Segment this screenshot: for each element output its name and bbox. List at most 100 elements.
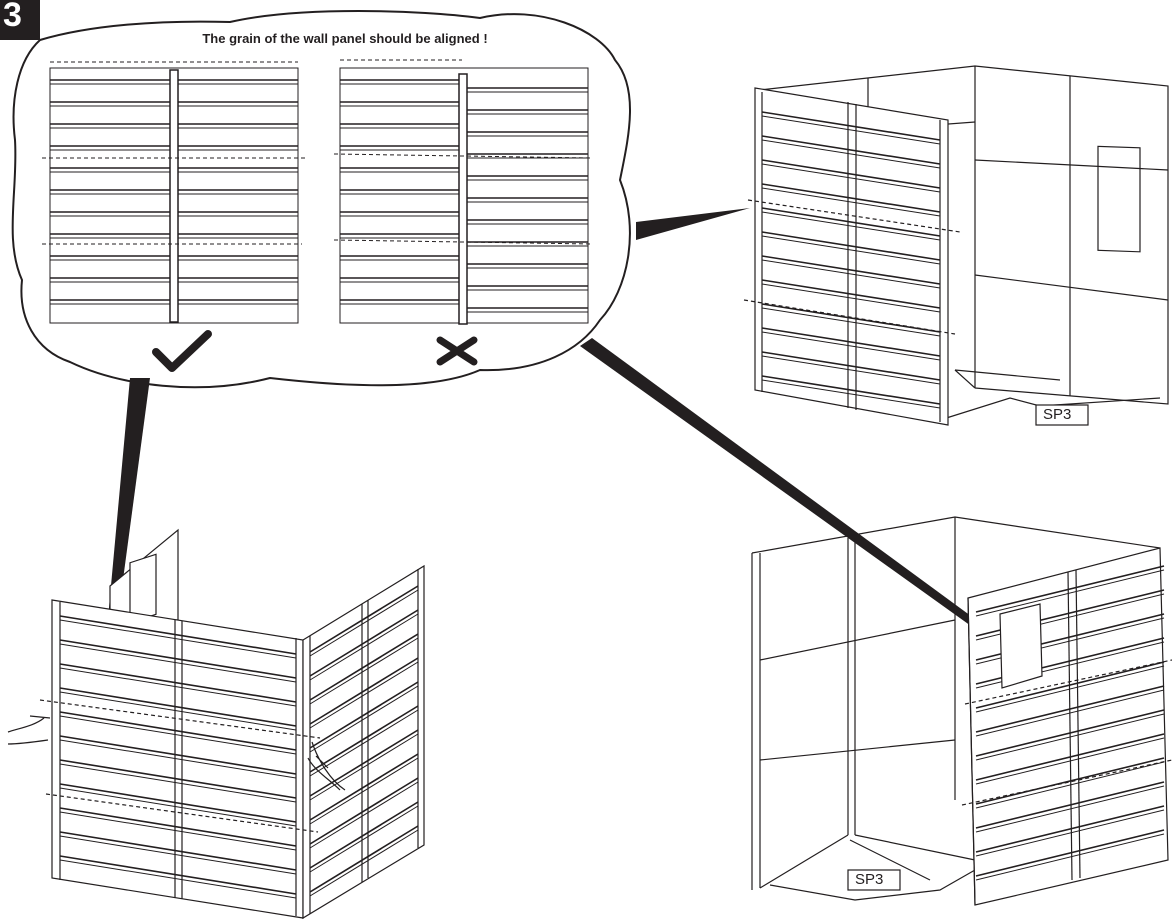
plank-line xyxy=(59,739,297,779)
plank-line xyxy=(59,715,297,755)
plank-line xyxy=(761,163,941,193)
sp3-label-bottom: SP3 xyxy=(855,871,884,888)
top-right-planks xyxy=(761,111,941,409)
plank-line xyxy=(309,637,419,705)
plank-line xyxy=(975,709,1165,757)
plank-line xyxy=(309,633,419,701)
plank-line xyxy=(761,187,941,217)
plank-line xyxy=(761,327,941,357)
plank-line xyxy=(975,833,1165,881)
plank-line xyxy=(761,231,941,261)
plank-line xyxy=(975,805,1165,853)
pointer-to-bottom-right-assembly xyxy=(580,338,990,636)
plank-line xyxy=(761,283,941,313)
plank-line xyxy=(761,279,941,309)
correct-panel-example xyxy=(42,61,308,324)
plank-line xyxy=(975,781,1165,829)
plank-line xyxy=(309,657,419,725)
plank-line xyxy=(309,757,419,825)
plank-line xyxy=(975,829,1165,877)
plank-line xyxy=(761,211,941,241)
correct-left-planks xyxy=(50,79,170,305)
sp3-tag-bottom-box xyxy=(847,869,901,891)
plank-line xyxy=(761,255,941,285)
plank-line xyxy=(309,777,419,845)
plank-line xyxy=(309,801,419,869)
plank-line xyxy=(309,729,419,797)
plank-line xyxy=(761,259,941,289)
bottom-left-front-planks xyxy=(59,615,297,899)
plank-line xyxy=(761,355,941,385)
plank-line xyxy=(59,811,297,851)
plank-line xyxy=(309,753,419,821)
plank-line xyxy=(59,615,297,655)
plank-line xyxy=(975,809,1165,857)
plank-line xyxy=(761,135,941,165)
bottom-left-side-planks xyxy=(309,585,419,897)
pointer-to-top-right-assembly xyxy=(636,208,750,240)
plank-line xyxy=(59,711,297,751)
window-opening xyxy=(999,603,1043,689)
plank-line xyxy=(975,761,1165,809)
top-right-sauna-assembly xyxy=(743,65,1169,426)
plank-line xyxy=(309,829,419,897)
plank-line xyxy=(309,685,419,753)
plank-line xyxy=(761,139,941,169)
plank-line xyxy=(761,115,941,145)
plank-line xyxy=(975,757,1165,805)
plank-line xyxy=(59,859,297,899)
plank-line xyxy=(59,691,297,731)
plank-line xyxy=(975,661,1165,709)
sp3-tag-top-box xyxy=(1035,404,1089,426)
callout-title: The grain of the wall panel should be al… xyxy=(202,31,488,46)
plank-line xyxy=(59,855,297,895)
plank-line xyxy=(309,681,419,749)
plank-line xyxy=(761,207,941,237)
plank-line xyxy=(309,733,419,801)
plank-line xyxy=(59,687,297,727)
plank-line xyxy=(761,331,941,361)
plank-line xyxy=(975,665,1165,713)
plank-line xyxy=(59,807,297,847)
plank-line xyxy=(975,737,1165,785)
plank-line xyxy=(761,111,941,141)
plank-line xyxy=(975,785,1165,833)
plank-line xyxy=(975,569,1165,617)
check-mark-icon xyxy=(152,330,212,372)
plank-line xyxy=(761,159,941,189)
correct-right-planks xyxy=(178,79,298,305)
plank-line xyxy=(309,805,419,873)
incorrect-panel-example xyxy=(333,59,593,325)
plank-line xyxy=(59,763,297,803)
plank-line xyxy=(975,565,1165,613)
incorrect-right-planks xyxy=(467,87,588,313)
plank-line xyxy=(59,759,297,799)
plank-line xyxy=(975,685,1165,733)
plank-line xyxy=(309,661,419,729)
plank-line xyxy=(761,375,941,405)
right-hand-icon xyxy=(307,741,346,791)
plank-line xyxy=(59,831,297,871)
plank-line xyxy=(309,609,419,677)
step-number-badge: 3 xyxy=(0,0,40,40)
plank-line xyxy=(761,307,941,337)
incorrect-left-planks xyxy=(340,79,459,305)
plank-line xyxy=(59,735,297,775)
plank-line xyxy=(309,709,419,777)
plank-line xyxy=(761,379,941,409)
plank-line xyxy=(309,825,419,893)
plank-line xyxy=(59,787,297,827)
plank-line xyxy=(975,689,1165,737)
left-hand-icon xyxy=(7,715,51,745)
plank-line xyxy=(309,705,419,773)
plank-line xyxy=(761,183,941,213)
sp3-label-top: SP3 xyxy=(1043,406,1072,423)
bottom-left-sauna-assembly xyxy=(7,528,425,920)
plank-line xyxy=(59,619,297,659)
plank-line xyxy=(309,589,419,657)
plank-line xyxy=(761,351,941,381)
plank-line xyxy=(59,667,297,707)
plank-line xyxy=(975,733,1165,781)
